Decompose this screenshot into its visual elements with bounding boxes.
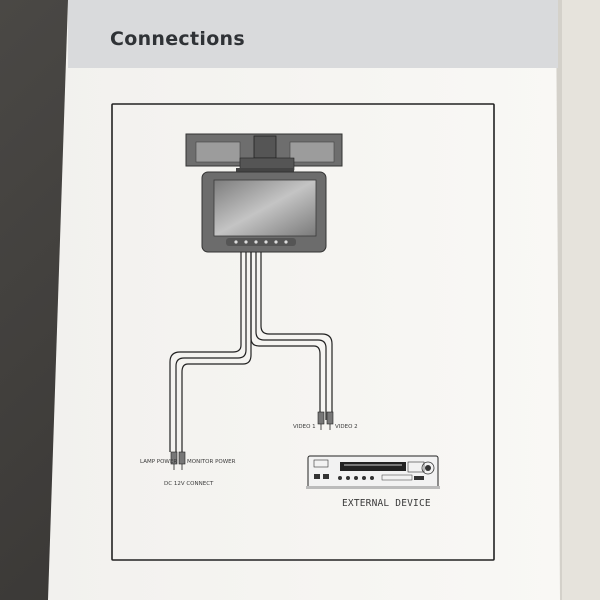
label-external-device: EXTERNAL DEVICE bbox=[342, 498, 431, 509]
dvd-player-icon bbox=[306, 455, 440, 489]
label-dc-connect: DC 12V CONNECT bbox=[164, 481, 214, 487]
diagram-frame bbox=[111, 103, 495, 561]
header-band bbox=[68, 0, 558, 68]
label-video-1: VIDEO 1 bbox=[293, 424, 316, 430]
cables bbox=[169, 252, 333, 452]
label-monitor-power: MONITOR POWER bbox=[187, 459, 236, 465]
monitor-icon bbox=[185, 133, 343, 253]
label-lamp-power: LAMP POWER bbox=[140, 459, 178, 465]
rca-plug-icon bbox=[170, 451, 186, 470]
monitor-screen bbox=[213, 179, 317, 237]
manual-page bbox=[48, 0, 560, 600]
rca-plug-icon bbox=[317, 411, 334, 430]
label-video-2: VIDEO 2 bbox=[335, 424, 358, 430]
page-title: Connections bbox=[110, 28, 245, 50]
